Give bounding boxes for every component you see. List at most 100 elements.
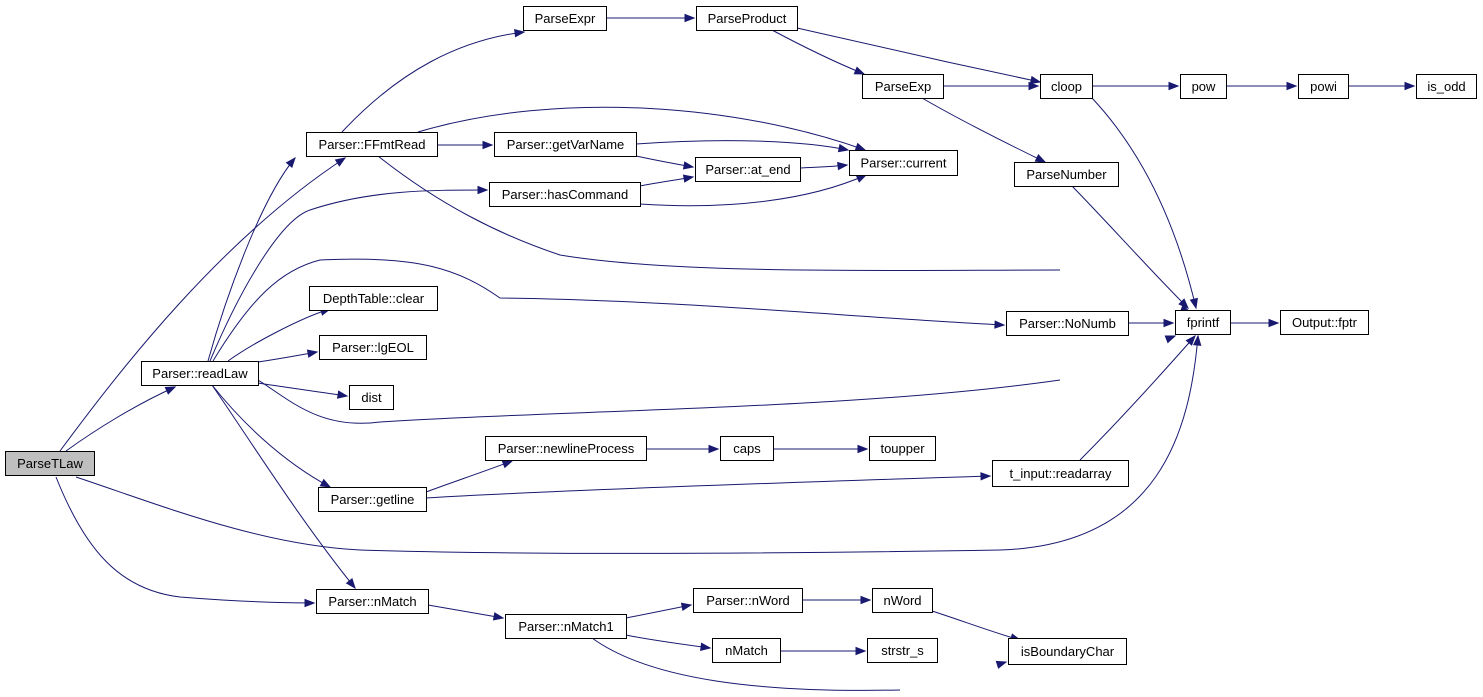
edge-newlineProcess-to-caps [646,444,720,454]
edge-line [417,106,866,151]
node-at-end[interactable]: Parser::at_end [695,157,801,182]
arrowhead-icon [492,612,505,621]
node-powi[interactable]: powi [1298,74,1349,99]
nodes-layer: ParseTLaw Parser::readLaw Parser::FFmtRead… [5,6,1477,665]
node-readlaw[interactable]: Parser::readLaw [141,361,259,386]
node-output-fptr[interactable]: Output::fptr [1280,310,1369,335]
node-label: Parser::nMatch1 [518,619,613,634]
edge-nMatch1-to-nMatch [625,634,712,651]
arrowhead-icon [1029,75,1042,85]
edge-getline-to-newlineProcess [425,460,514,493]
edge-line [425,460,513,493]
node-box [1175,310,1231,335]
node-nword[interactable]: nWord [872,588,933,613]
edge-pow-to-powi [1226,81,1298,91]
node-current[interactable]: Parser::current [849,150,958,176]
node-parsetlaw[interactable]: ParseTLaw [5,451,95,476]
node-isboundarychar[interactable]: isBoundaryChar [1008,638,1127,665]
node-dist[interactable]: dist [349,385,394,410]
edge-caps-to-toupper [773,444,869,454]
arrowhead-icon [501,460,514,469]
node-label: ParseExpr [535,11,596,26]
edge-ParseExpr-to-ParseProduct [606,13,696,23]
edge-line [796,27,1041,83]
node-box [849,150,958,176]
node-getvarname[interactable]: Parser::getVarName [494,132,637,157]
node-label: nMatch [725,643,768,658]
arrowhead-icon [708,444,720,454]
node-newlineprocess[interactable]: Parser::newlineProcess [485,436,647,461]
node-parseproduct[interactable]: ParseProduct [696,6,798,31]
node-strstr-s[interactable]: strstr_s [867,638,938,663]
node-lgeol[interactable]: Parser::lgEOL [319,335,427,360]
edge-at_end-to-current [799,161,849,171]
arrowhead-icon [837,161,849,171]
node-hascommand[interactable]: Parser::hasCommand [489,182,641,207]
node-caps[interactable]: caps [720,436,774,461]
node-box [867,638,938,663]
edge-line [625,634,711,649]
edge-ParseTLaw-to-readLaw [65,386,177,452]
node-is-odd[interactable]: is_odd [1416,74,1477,99]
node-nmatch[interactable]: nMatch [712,638,781,663]
edge-nMatch1-to-nWord_Parser [625,602,693,619]
edge-readLaw-to-dist [257,382,349,399]
node-nword-parser[interactable]: Parser::nWord [693,588,803,613]
node-label: Parser::readLaw [152,366,248,381]
arrowhead-icon [336,390,349,399]
edge-line [211,384,356,589]
node-box [494,132,637,157]
node-label: Parser::NoNumb [1019,316,1116,331]
node-getline[interactable]: Parser::getline [318,487,427,512]
node-box [318,487,427,512]
node-box [141,361,259,386]
node-parsenumber[interactable]: ParseNumber [1014,162,1119,187]
node-label: cloop [1051,79,1082,94]
node-parseexpr[interactable]: ParseExpr [523,6,607,31]
node-label: strstr_s [881,643,924,658]
edge-line [207,157,296,362]
node-depthtable-clear[interactable]: DepthTable::clear [309,286,438,311]
edge-line [591,637,901,691]
node-parseexp[interactable]: ParseExp [862,74,944,99]
node-box [1298,74,1349,99]
node-box [306,132,438,157]
edge-line [1091,97,1197,309]
node-fprintf[interactable]: fprintf [1175,310,1231,335]
arrowhead-icon [306,349,319,358]
arrowhead-icon [285,156,296,169]
edge-nWord-to-isBoundaryChar [931,610,1022,642]
arrowhead-icon [860,595,872,605]
node-box [1014,162,1119,187]
node-readarray[interactable]: t_input::readarray [992,460,1129,487]
node-label: isBoundaryChar [1021,644,1115,659]
arrowhead-icon [1168,81,1180,91]
arrowhead-icon [477,185,489,195]
node-box [1008,638,1127,665]
node-nmatch-parser[interactable]: Parser::nMatch [316,589,429,614]
node-box [485,436,647,461]
edge-line [211,384,331,488]
node-box [505,614,627,639]
edge-line [427,604,504,619]
edge-line [625,604,692,619]
node-label: caps [733,441,761,456]
arrowhead-icon [995,660,1008,669]
node-nonumb[interactable]: Parser::NoNumb [1006,311,1129,336]
arrowhead-icon [837,143,850,153]
arrowhead-icon [680,602,693,611]
edge-line [639,174,867,207]
node-cloop[interactable]: cloop [1040,74,1093,99]
node-pow[interactable]: pow [1180,74,1227,99]
edge-line [75,335,1199,554]
node-nmatch1[interactable]: Parser::nMatch1 [505,614,627,639]
node-ffmtread[interactable]: Parser::FFmtRead [306,132,438,157]
arrowhead-icon [164,386,177,395]
edge-getline-to-readarray [425,472,992,499]
node-label: is_odd [1427,79,1465,94]
node-toupper[interactable]: toupper [869,436,936,461]
edge-line [635,140,849,151]
edge-readLaw-to-FFmtRead [207,156,296,362]
arrowhead-icon [994,320,1006,329]
arrowhead-icon [682,161,695,170]
